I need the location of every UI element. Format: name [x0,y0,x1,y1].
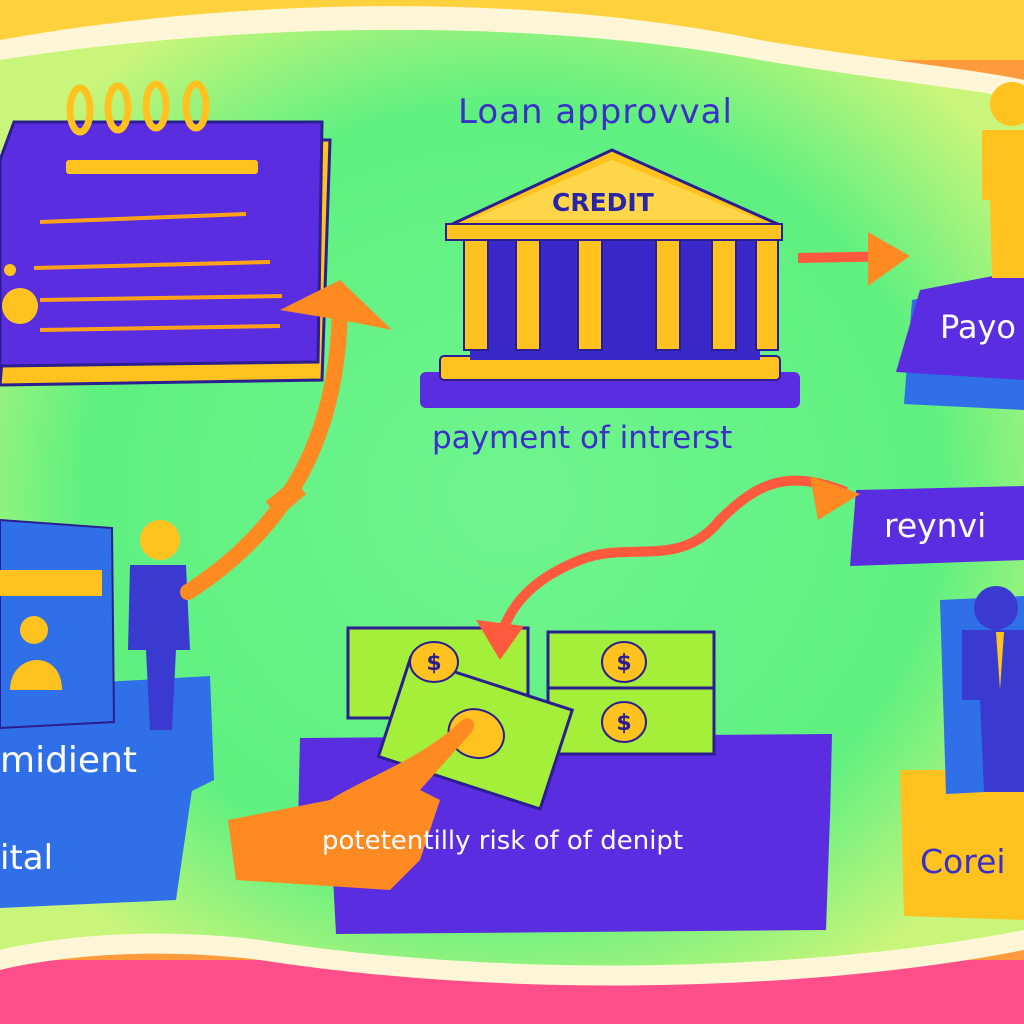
payo-label: Payo [940,308,1016,346]
id-card-person-icon [0,518,214,908]
arrow-reynvi-to-money [476,475,860,660]
notepad-icon [0,80,332,387]
dollar-sign-3: $ [616,711,631,736]
dollar-sign-1: $ [426,651,441,676]
arrow-bank-to-payo [797,232,910,286]
payment-of-interest-label: payment of intrerst [432,420,733,456]
risk-label: potetentilly risk of of denipt [322,826,684,856]
pointing-hand-icon [228,718,475,890]
ital-label: ital [0,838,54,878]
corei-label: Corei [920,842,1006,881]
dollar-sign-2: $ [616,651,631,676]
loan-approval-title: Loan approvval [458,92,733,132]
person-payo-icon [896,82,1024,410]
midient-label: midient [0,740,138,781]
credit-label: CREDIT [552,188,654,217]
arrow-card-to-notepad [180,292,348,600]
reynvi-label: reynvi [884,506,987,545]
bank-icon [420,148,800,408]
reynvi-box [850,486,1024,566]
businessman-icon [900,586,1024,920]
